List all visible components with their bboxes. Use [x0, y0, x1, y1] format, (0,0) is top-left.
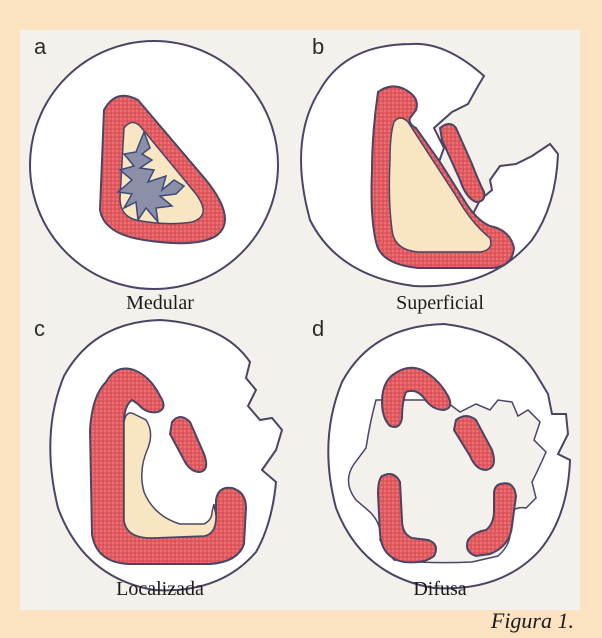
figure-panel: a b c d Medular Superficial Localizada D… — [20, 30, 580, 610]
diagram-c-localizada — [50, 320, 282, 590]
panel-letter-c: c — [34, 316, 45, 342]
label-localizada: Localizada — [40, 578, 280, 601]
label-superficial: Superficial — [320, 292, 560, 315]
diagram-b-superficial — [301, 44, 558, 286]
diagram-a-medular — [30, 41, 278, 289]
diagram-d-difusa — [328, 324, 570, 588]
panel-letter-b: b — [312, 34, 324, 60]
panel-letter-a: a — [34, 34, 46, 60]
label-medular: Medular — [40, 292, 280, 315]
label-difusa: Difusa — [320, 578, 560, 601]
figure-caption: Figura 1. — [491, 608, 574, 634]
diagram-canvas — [20, 30, 580, 610]
panel-letter-d: d — [312, 316, 324, 342]
